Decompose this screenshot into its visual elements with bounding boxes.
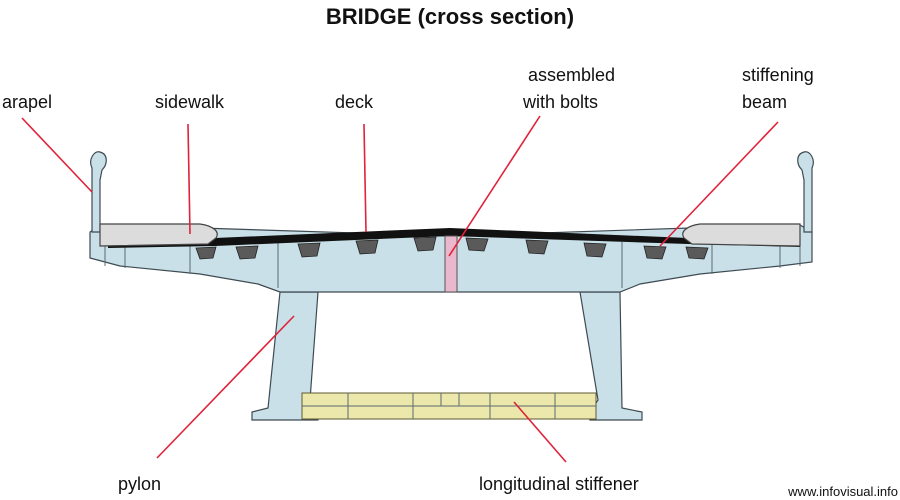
label-sidewalk: sidewalk (155, 92, 225, 112)
longitudinal-stiffener (301, 392, 597, 420)
pylon-left (251, 291, 319, 421)
label-stiffening-beam-line1: stiffening (742, 65, 814, 85)
label-longitudinal-stiffener: longitudinal stiffener (479, 474, 639, 494)
label-parapet: arapel (2, 92, 52, 112)
source-credit: www.infovisual.info (787, 484, 898, 499)
label-deck: deck (335, 92, 374, 112)
bolted-joint (444, 235, 458, 293)
label-stiffening-beam-line2: beam (742, 92, 787, 112)
leader-lines (21, 115, 779, 463)
label-assembled-with-bolts-line1: assembled (528, 65, 615, 85)
label-pylon: pylon (118, 474, 161, 494)
deck-surface (108, 228, 800, 248)
diagram-title: BRIDGE (cross section) (326, 4, 574, 29)
label-assembled-with-bolts-line2: with bolts (522, 92, 598, 112)
stiffening-ribs (195, 236, 709, 260)
parapet-left (90, 151, 107, 233)
sidewalk-left (99, 223, 218, 247)
parapet-right (797, 151, 814, 233)
sidewalk-right (682, 223, 801, 247)
